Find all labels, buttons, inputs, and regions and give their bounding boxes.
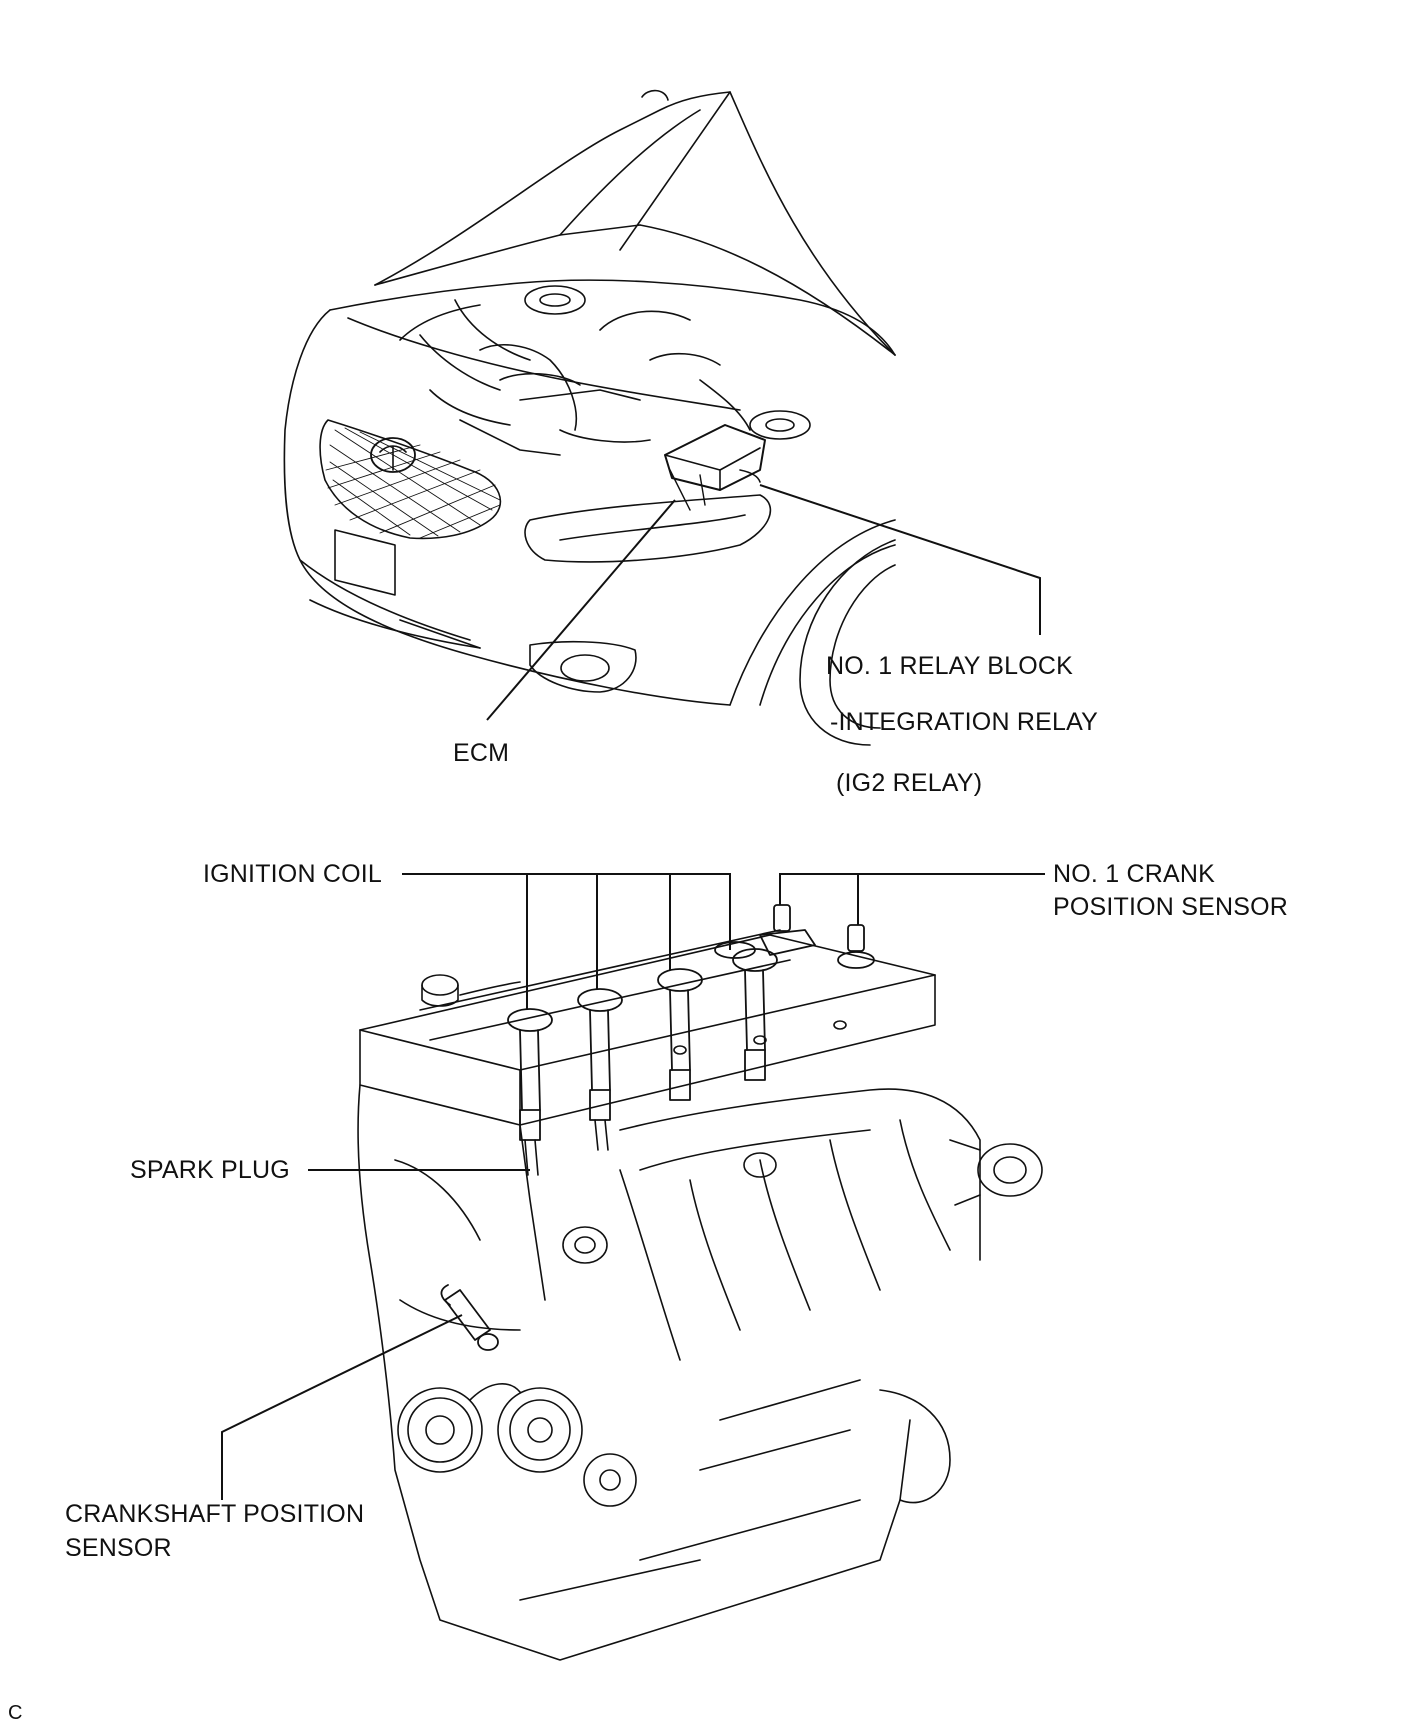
no1-crank-sensor-label-line1: NO. 1 CRANK: [1053, 860, 1215, 888]
leader-lines: [221, 484, 1045, 1500]
vehicle-illustration: [284, 91, 895, 745]
engine-illustration: [358, 905, 1042, 1660]
crankshaft-sensor-label-line2: SENSOR: [65, 1534, 172, 1562]
spark-plug-label: SPARK PLUG: [130, 1156, 290, 1184]
no1-crank-sensor-label-line2: POSITION SENSOR: [1053, 893, 1288, 921]
corner-mark: C: [8, 1702, 23, 1724]
relay-block-label-line2: -INTEGRATION RELAY: [830, 708, 1098, 736]
relay-block-label-line3: (IG2 RELAY): [836, 769, 983, 797]
crankshaft-sensor-label-line1: CRANKSHAFT POSITION: [65, 1500, 365, 1528]
relay-block-label-line1: NO. 1 RELAY BLOCK: [826, 652, 1074, 680]
ecm-label: ECM: [453, 739, 510, 767]
ignition-coil-label: IGNITION COIL: [203, 860, 383, 888]
